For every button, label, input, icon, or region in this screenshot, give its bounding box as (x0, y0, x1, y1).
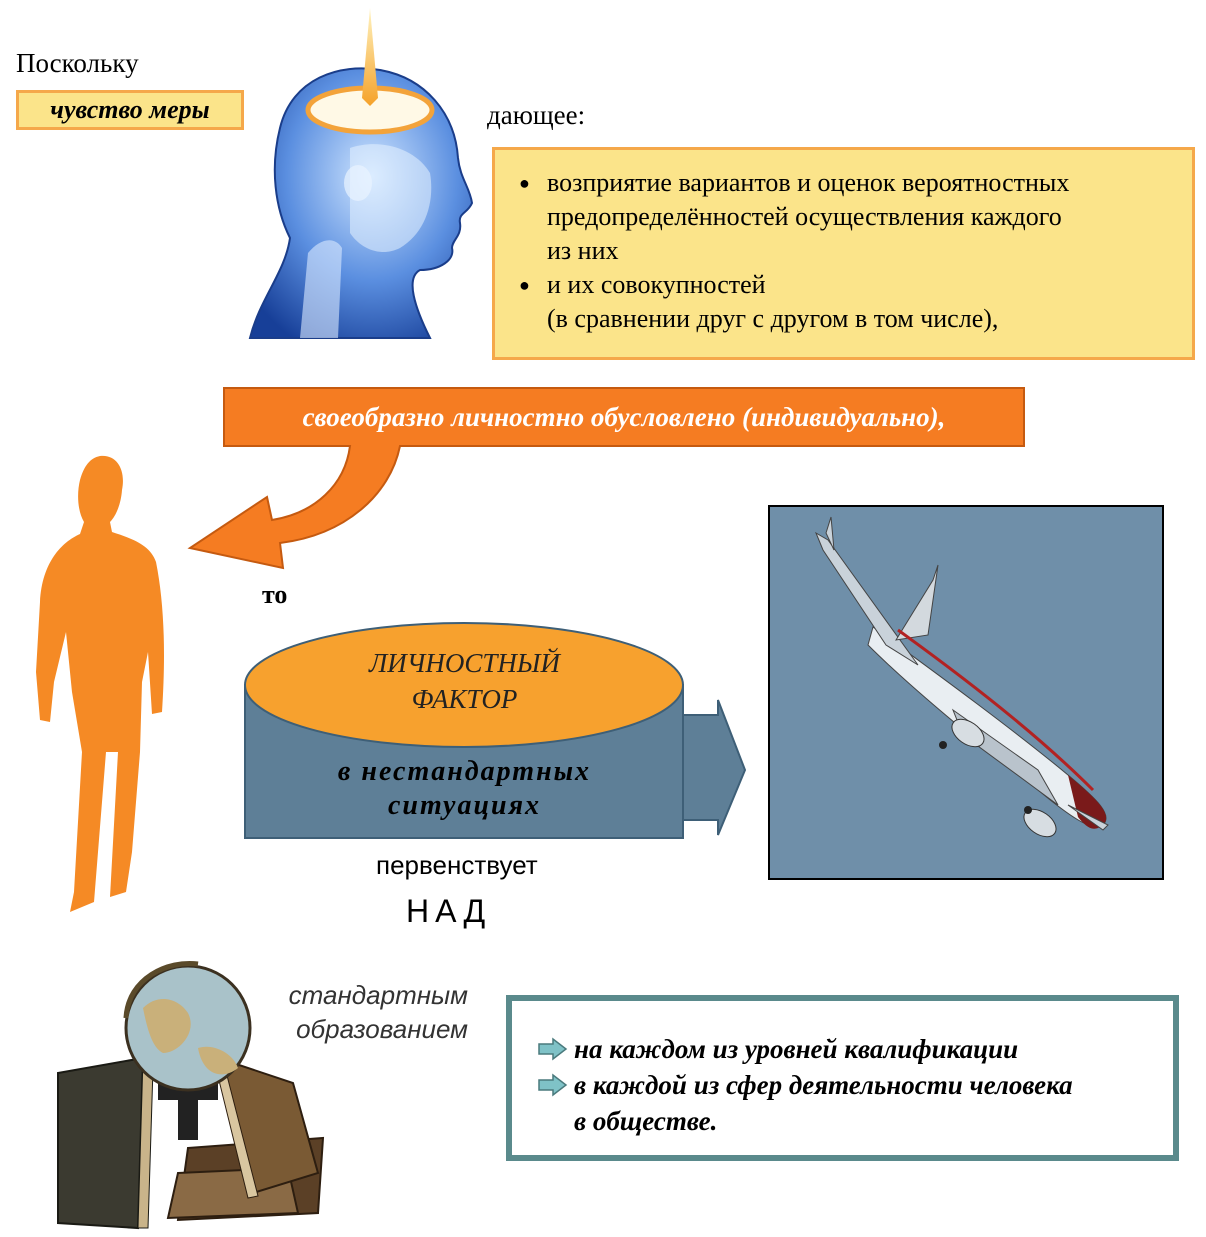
perception-item-1: ● возприятие вариантов и оценок вероятно… (519, 166, 1172, 200)
levels-item-1-text: на каждом из уровней квалификации (574, 1034, 1019, 1064)
right-arrow-icon (538, 1037, 568, 1061)
airplane-photo (768, 505, 1164, 880)
personal-factor-cylinder (244, 622, 747, 839)
levels-box: на каждом из уровней квалификации в кажд… (506, 995, 1179, 1161)
right-arrow-icon (538, 1073, 568, 1097)
perception-item-2-line-1: и их совокупностей (547, 270, 766, 299)
over-label: НАД (406, 893, 492, 929)
glowing-head-icon (248, 8, 474, 339)
perception-item-2-line-2: (в сравнении друг с другом в том числе), (547, 304, 999, 333)
intro-since: Поскольку (16, 48, 139, 78)
personal-factor-line-2: ФАКТОР (411, 684, 518, 714)
feeling-of-measure-box: чувство меры (16, 90, 244, 130)
individual-label: своеобразно личностно обусловлено (индив… (302, 401, 946, 432)
giving-label: дающее: (487, 100, 586, 130)
perception-item-1-line-1: возприятие вариантов и оценок вероятност… (547, 168, 1070, 197)
perception-box: ● возприятие вариантов и оценок вероятно… (492, 147, 1195, 360)
nonstandard-label: в нестандартных ситуациях (247, 755, 682, 823)
perception-item-1-line-3: из них (547, 236, 619, 265)
feeling-of-measure-label: чувство меры (50, 95, 210, 124)
personal-factor-label: ЛИЧНОСТНЫЙ ФАКТОР (247, 645, 682, 717)
globe-books-icon (57, 960, 325, 1230)
bullet-icon: ● (519, 173, 530, 193)
nonstandard-line-1: в нестандартных (337, 756, 592, 787)
bullet-icon: ● (519, 275, 530, 295)
levels-item-1: на каждом из уровней квалификации (536, 1031, 1153, 1067)
then-word: то (262, 580, 288, 609)
levels-item-2: в каждой из сфер деятельности человека (536, 1067, 1153, 1103)
prevails-label: первенствует (376, 850, 538, 880)
standard-education-label: стандартным образованием (250, 978, 468, 1046)
man-silhouette-icon (36, 455, 164, 912)
standard-education-line-2: образованием (296, 1014, 468, 1044)
individual-callout-arrow (187, 387, 1025, 570)
perception-item-2: ● и их совокупностей (519, 268, 1172, 302)
levels-item-2-line-2: в обществе. (574, 1106, 718, 1136)
standard-education-line-1: стандартным (288, 980, 468, 1010)
perception-item-1-line-2: предопределённостей осуществления каждог… (547, 202, 1062, 231)
levels-item-2-line-1: в каждой из сфер деятельности человека (574, 1070, 1073, 1100)
nonstandard-line-2: ситуациях (387, 790, 542, 821)
personal-factor-line-1: ЛИЧНОСТНЫЙ (369, 648, 560, 678)
